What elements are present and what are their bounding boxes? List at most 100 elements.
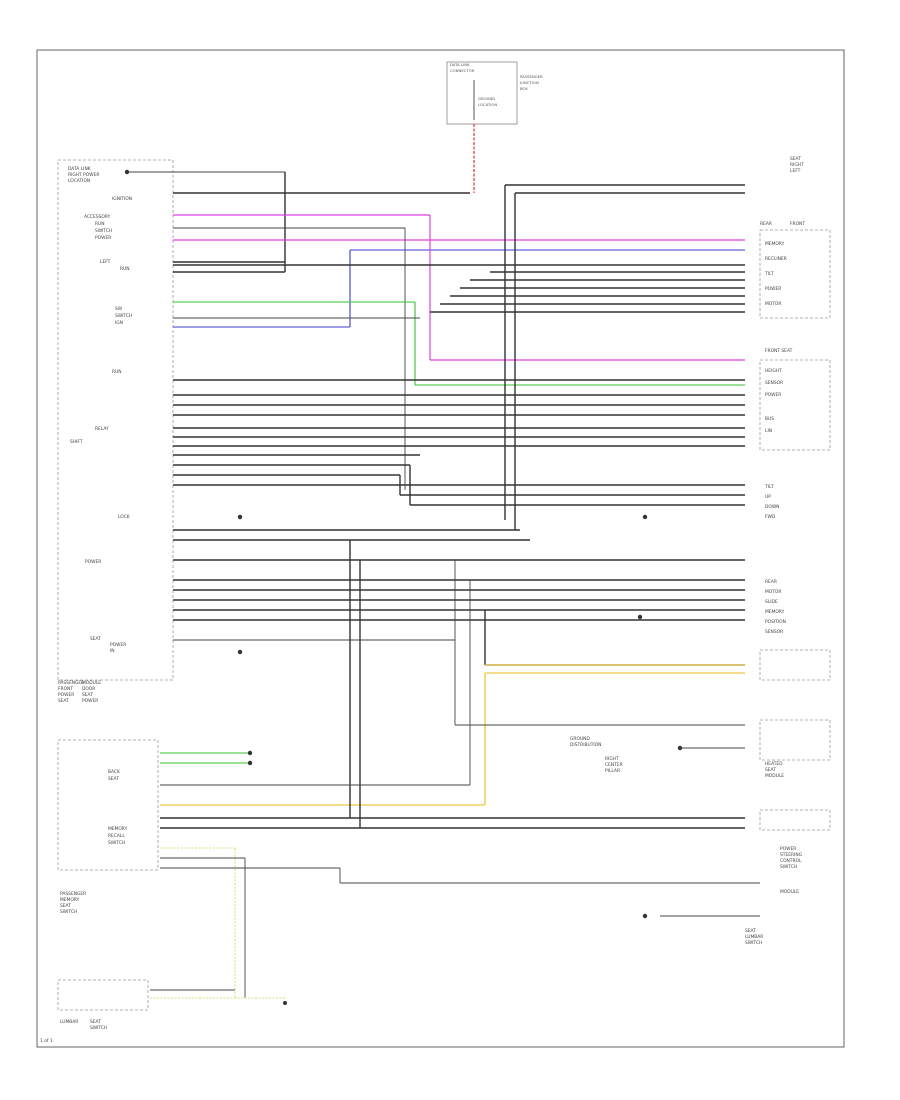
device-label: HEATED xyxy=(765,761,783,767)
module-name-line: POWER xyxy=(58,692,74,698)
device-label: PILLAR xyxy=(605,768,620,774)
device-label: CONTROL xyxy=(780,858,802,864)
connector-label: TILT xyxy=(764,271,774,277)
connector-label: POWER xyxy=(765,286,781,292)
connector-label: SENSOR xyxy=(765,629,783,635)
connector-label: LEFT xyxy=(790,168,801,174)
connector-label: MOTOR xyxy=(765,589,781,595)
device-label: SEAT xyxy=(745,928,756,934)
pin-label: RIGHT POWER xyxy=(68,172,99,178)
switch-label: BACK xyxy=(108,769,120,775)
device-label: DISTRIBUTION xyxy=(570,742,601,748)
pin-label: LOCATION xyxy=(68,178,90,184)
switch-label: SEAT xyxy=(60,903,71,909)
switch-label: RECALL xyxy=(108,833,125,839)
switch-label: SWITCH xyxy=(108,840,125,846)
switch-label: LUMBAR xyxy=(60,1019,78,1025)
pin-label: RELAY xyxy=(95,426,109,432)
connector-label: HEIGHT xyxy=(765,368,782,374)
switch-label: SWITCH xyxy=(60,909,77,915)
connector-label: FRONT xyxy=(790,221,805,227)
device-label: MODULE xyxy=(765,773,784,779)
pin-label: SHIFT xyxy=(70,439,83,445)
module-name-line: MODULE xyxy=(82,680,101,686)
device-label: SEAT xyxy=(765,767,776,773)
top-left-wires xyxy=(127,124,745,490)
top-connector-label-5: BOX xyxy=(520,86,528,91)
left-module-name: PASSENGER FRONT POWER SEAT MODULE DOOR S… xyxy=(58,680,101,704)
connector-label: SENSOR xyxy=(765,380,783,386)
connector-label: BUS xyxy=(765,416,774,422)
connector-label: LIN xyxy=(765,428,772,434)
pin-label: ACCESSORY xyxy=(84,214,111,220)
pin-label: IN xyxy=(110,648,115,654)
right-connector-labels: SEAT RIGHT LEFT REAR FRONT MEMORY RECLIN… xyxy=(760,156,805,635)
module-name-line: SEAT xyxy=(58,698,69,704)
pin-label: POWER xyxy=(95,235,111,241)
module-name-line: SEAT xyxy=(82,692,93,698)
bottom-right-labels: GROUND DISTRIBUTION RIGHT CENTER PILLAR … xyxy=(570,736,803,946)
pin-label: RUN xyxy=(112,369,122,375)
top-connector-label-2: CONNECTOR xyxy=(450,68,475,73)
page-number: 1 of 1 xyxy=(40,1038,53,1044)
connector-label: MEMORY xyxy=(765,241,785,247)
pin-label: POWER xyxy=(85,559,101,565)
connector-label: POSITION xyxy=(765,619,786,625)
pin-label: SWITCH xyxy=(115,313,132,319)
module-name-line: PASSENGER xyxy=(58,680,84,686)
connector-label: TILT xyxy=(764,484,774,490)
module-name-line: FRONT xyxy=(58,686,73,692)
connector-label: RIGHT xyxy=(790,162,804,168)
top-connector-label-1: DATA LINK xyxy=(450,62,470,67)
pin-label: RUN xyxy=(120,266,130,272)
pin-label: SEAT xyxy=(90,636,101,642)
connector-label: MOTOR xyxy=(765,301,781,307)
lower-wires xyxy=(160,540,831,917)
pin-label: LOCK xyxy=(118,514,130,520)
connector-label: DOWN xyxy=(765,504,779,510)
switch-label: SWITCH xyxy=(90,1025,107,1031)
switch-label: PASSENGER xyxy=(60,891,86,897)
memory-switch-wiring xyxy=(160,610,831,806)
device-label: SWITCH xyxy=(780,864,797,870)
top-connector-label-3: PASSENGER xyxy=(520,74,543,79)
device-label: LUMBAR xyxy=(745,934,763,940)
pin-label: DATA LINK xyxy=(68,166,91,172)
right-connector-group-1 xyxy=(173,184,831,530)
switch-label: SEAT xyxy=(90,1019,101,1025)
pin-label: SW xyxy=(115,306,123,312)
pin-label: SWITCH xyxy=(95,228,112,234)
top-connector-label-4: JUNCTION xyxy=(519,80,539,85)
top-connector-label-6: GROUND xyxy=(478,96,495,101)
module-name-line: DOOR xyxy=(82,686,95,692)
module-name-line: POWER xyxy=(82,698,98,704)
device-label: CENTER xyxy=(605,762,623,768)
pin-label: IGN xyxy=(115,320,123,326)
switch-label: SEAT xyxy=(108,776,119,782)
connector-label: UP xyxy=(765,494,771,500)
connector-label: FWD xyxy=(765,514,776,520)
connector-label: REAR xyxy=(765,579,777,585)
pin-label: LEFT xyxy=(100,259,111,265)
connector-label: RECLINER xyxy=(765,256,787,262)
connector-label: REAR xyxy=(760,221,772,227)
device-label: POWER xyxy=(780,846,796,852)
device-label: RIGHT xyxy=(605,756,619,762)
connector-label: SEAT xyxy=(790,156,801,162)
device-label: MODULE xyxy=(780,889,799,895)
top-connector-label-7: LOCATION xyxy=(478,102,497,107)
top-data-link-connector: DATA LINK CONNECTOR PASSENGER JUNCTION B… xyxy=(446,61,543,125)
connector-label: FRONT SEAT xyxy=(765,348,793,354)
connector-label: POWER xyxy=(765,392,781,398)
device-label: STEERING xyxy=(780,852,803,858)
left-passenger-module: DATA LINK RIGHT POWER LOCATION IGNITION … xyxy=(57,159,174,704)
bottom-left-switch: PASSENGER MEMORY SEAT SWITCH LUMBAR SEAT… xyxy=(57,739,287,1031)
connector-label: SLIDE xyxy=(765,599,778,605)
device-label: SWITCH xyxy=(745,940,762,946)
switch-label: MEMORY xyxy=(60,897,80,903)
device-label: GROUND xyxy=(570,736,590,742)
pin-label: POWER xyxy=(110,642,126,648)
pin-label: RUN xyxy=(95,221,105,227)
connector-label: MEMORY xyxy=(765,609,785,615)
